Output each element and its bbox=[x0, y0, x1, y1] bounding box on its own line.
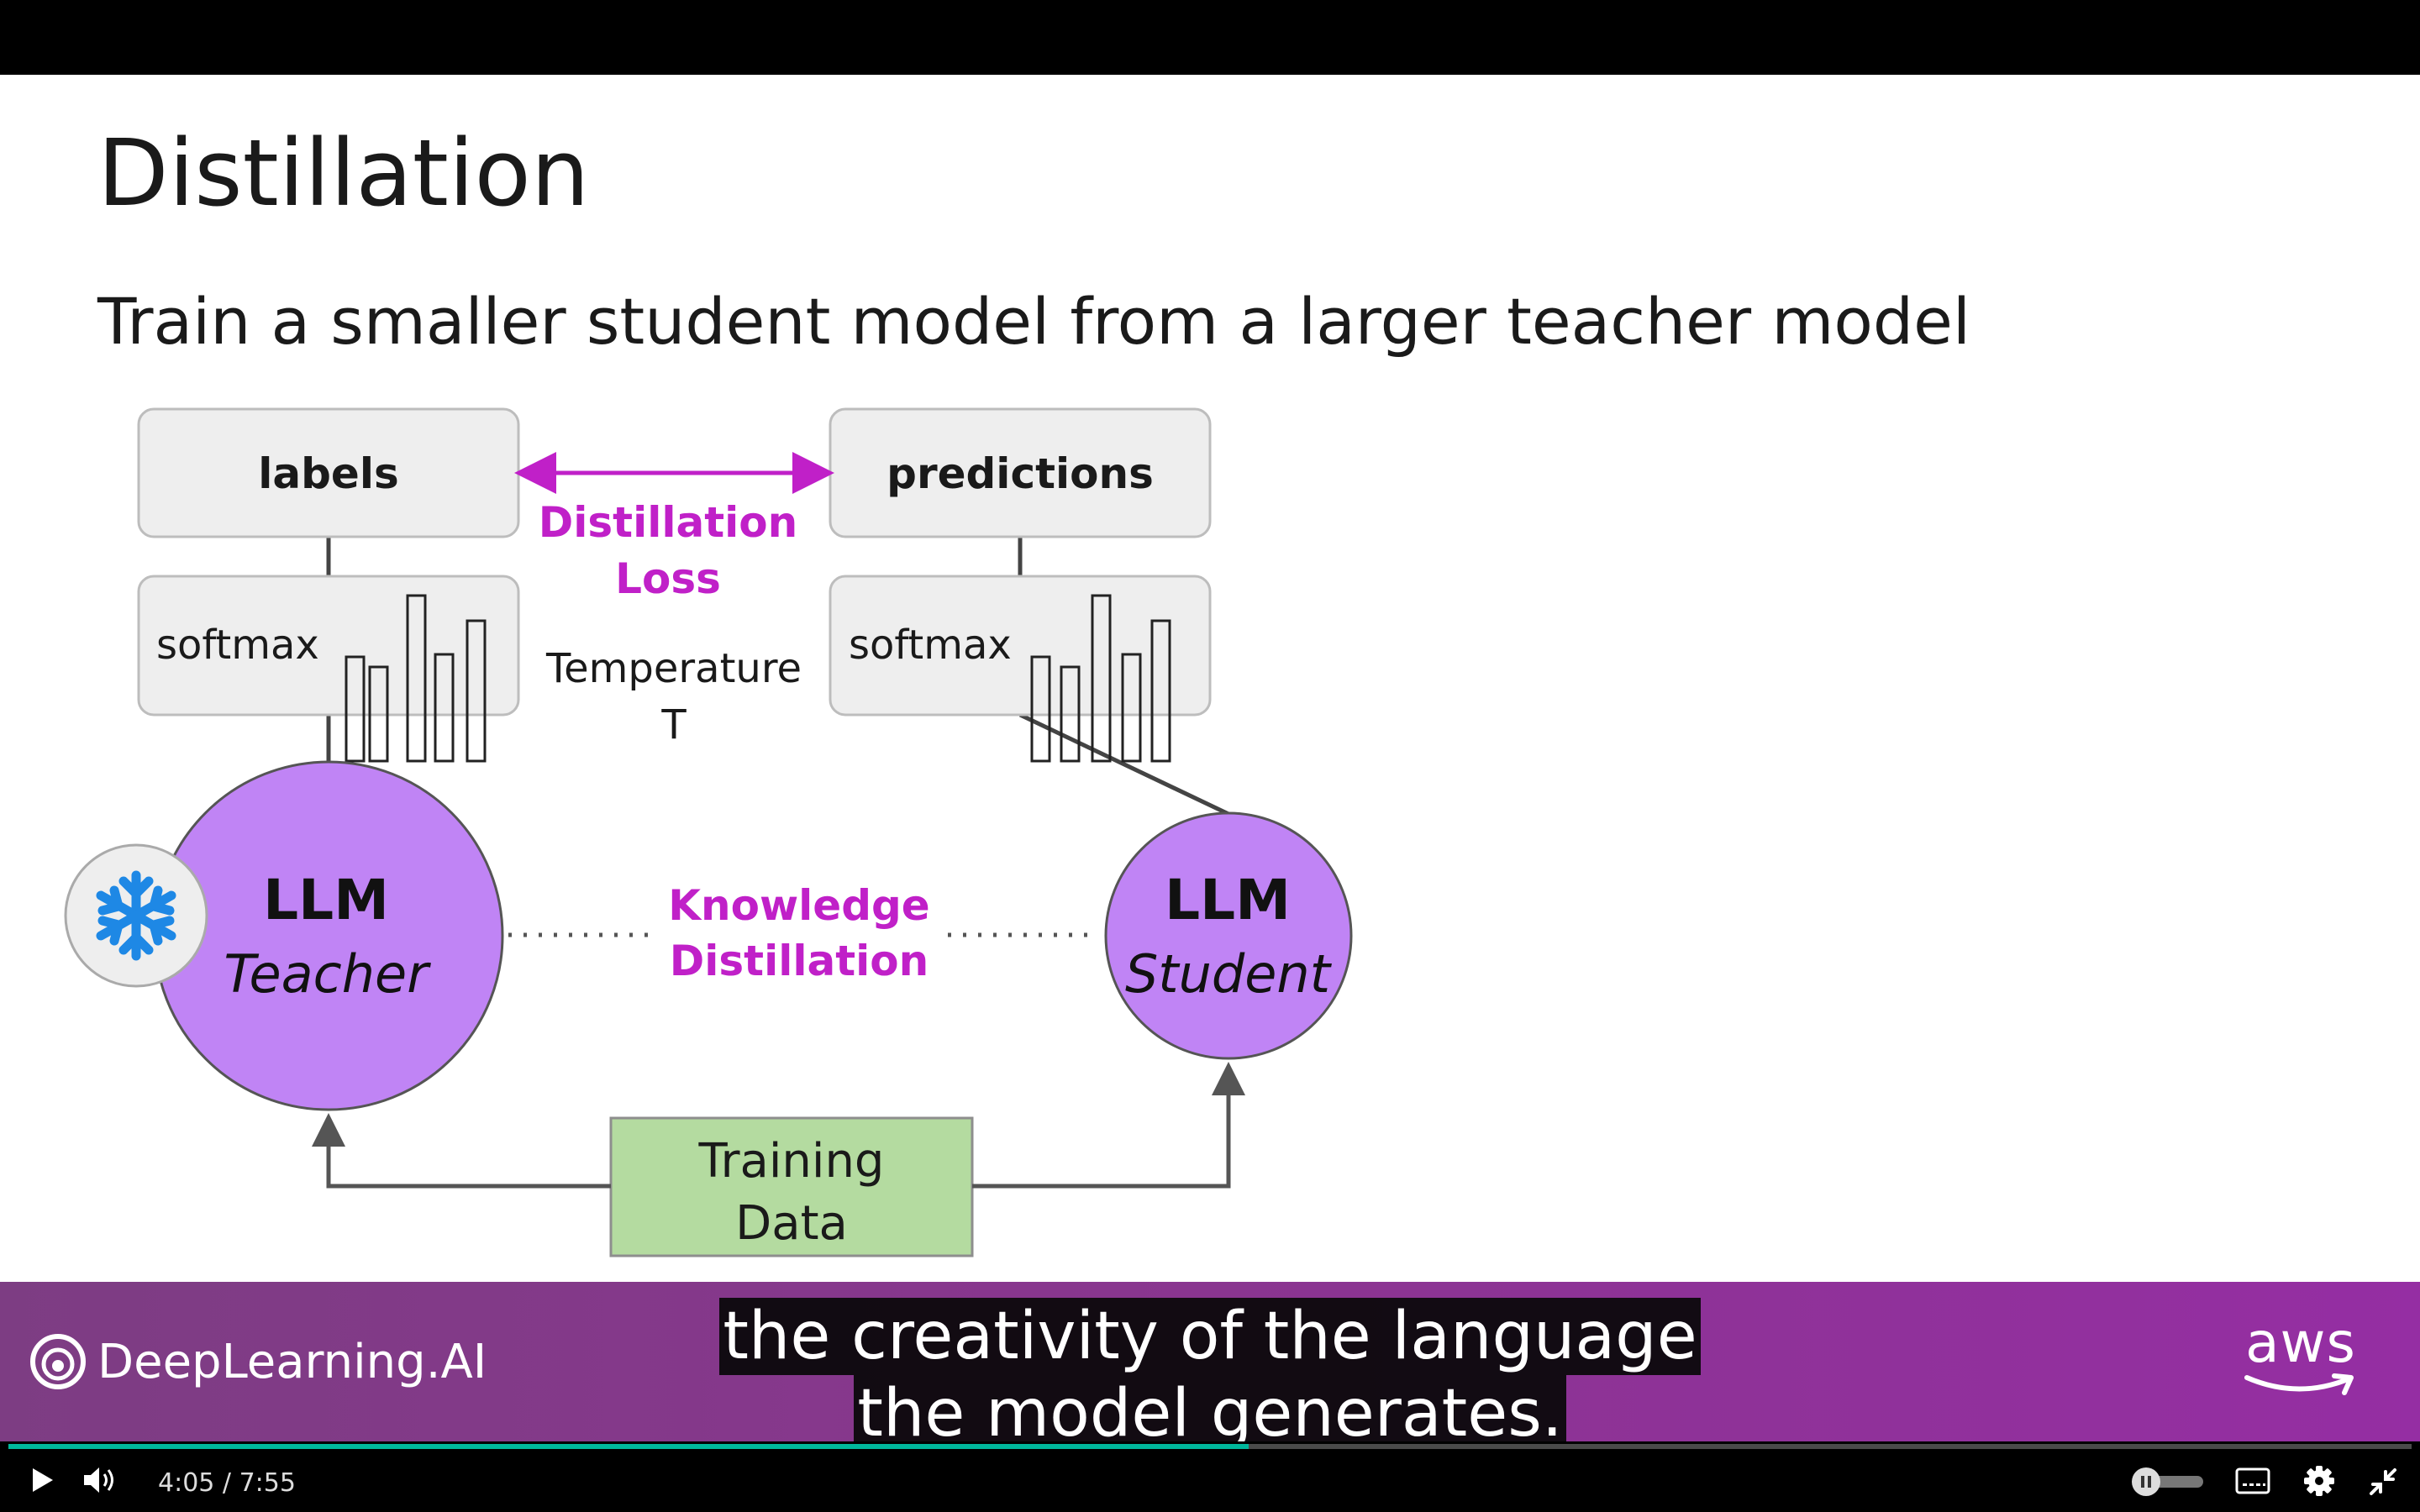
slide-subtitle: Train a smaller student model from a lar… bbox=[97, 284, 1970, 359]
slide: Distillation Train a smaller student mod… bbox=[0, 75, 2420, 1282]
softmax-student-connector bbox=[1018, 712, 1230, 816]
volume-icon[interactable] bbox=[82, 1465, 119, 1495]
llm-teacher-circle bbox=[153, 760, 504, 1111]
temperature-label-line1: Temperature bbox=[545, 645, 802, 692]
time-separator: / bbox=[222, 1468, 232, 1498]
distillation-loss-label-line1: Distillation bbox=[539, 498, 797, 547]
labels-box-text: labels bbox=[258, 449, 398, 498]
settings-gear-icon[interactable] bbox=[2303, 1465, 2335, 1497]
pause-toggle-icon[interactable] bbox=[2129, 1467, 2207, 1497]
softmax-teacher-text: softmax bbox=[156, 622, 319, 669]
slide-title: Distillation bbox=[97, 119, 590, 227]
predictions-box-text: predictions bbox=[886, 449, 1154, 498]
training-to-teacher-arrow bbox=[312, 1113, 611, 1189]
softmax-teacher-box bbox=[137, 575, 520, 717]
softmax-student-text: softmax bbox=[849, 622, 1012, 669]
snowflake-icon bbox=[64, 843, 208, 988]
play-icon[interactable] bbox=[30, 1467, 55, 1494]
llm-student-label-line2: Student bbox=[1125, 943, 1333, 1005]
knowledge-distillation-label-line1: Knowledge bbox=[668, 881, 929, 930]
captions-icon[interactable] bbox=[2235, 1467, 2270, 1494]
aws-text: aws bbox=[2245, 1310, 2356, 1375]
aws-smile-icon bbox=[2244, 1373, 2354, 1395]
deeplearning-ai-icon bbox=[30, 1334, 86, 1389]
temperature-label-line2: T bbox=[660, 701, 687, 748]
caption-line-2: the model generates. bbox=[854, 1375, 1566, 1452]
training-data-label-line2: Data bbox=[735, 1196, 848, 1251]
knowledge-distillation-label-line2: Distillation bbox=[670, 937, 929, 985]
duration: 7:55 bbox=[239, 1468, 296, 1498]
video-player-controls: 4:05 / 7:55 bbox=[0, 1441, 2420, 1512]
video-top-letterbox bbox=[0, 0, 2420, 75]
seek-bar[interactable] bbox=[8, 1444, 2412, 1449]
distillation-loss-label-line2: Loss bbox=[615, 554, 721, 603]
distillation-diagram: labels predictions Distillation Loss sof… bbox=[64, 407, 1353, 1257]
time-display: 4:05 / 7:55 bbox=[158, 1468, 296, 1498]
training-data-label-line1: Training bbox=[698, 1134, 885, 1189]
softmax-teacher-histogram bbox=[345, 594, 487, 763]
llm-teacher-label-line2: Teacher bbox=[224, 943, 431, 1005]
exit-fullscreen-icon[interactable] bbox=[2368, 1467, 2398, 1497]
llm-student-label-line1: LLM bbox=[1165, 868, 1291, 932]
seek-bar-played bbox=[8, 1444, 1249, 1449]
deeplearning-ai-text: DeepLearning.AI bbox=[97, 1334, 487, 1389]
llm-student-circle bbox=[1104, 811, 1353, 1060]
caption-line-1: the creativity of the language bbox=[719, 1298, 1701, 1375]
softmax-student-box bbox=[829, 575, 1212, 717]
current-time: 4:05 bbox=[158, 1468, 215, 1498]
deeplearning-ai-logo: DeepLearning.AI bbox=[30, 1334, 487, 1389]
aws-logo: aws bbox=[2242, 1315, 2360, 1403]
training-to-student-arrow bbox=[972, 1062, 1245, 1189]
subtitle-captions: the creativity of the language the model… bbox=[0, 1298, 2420, 1452]
llm-teacher-label-line1: LLM bbox=[263, 868, 389, 932]
softmax-student-histogram bbox=[1030, 594, 1171, 763]
